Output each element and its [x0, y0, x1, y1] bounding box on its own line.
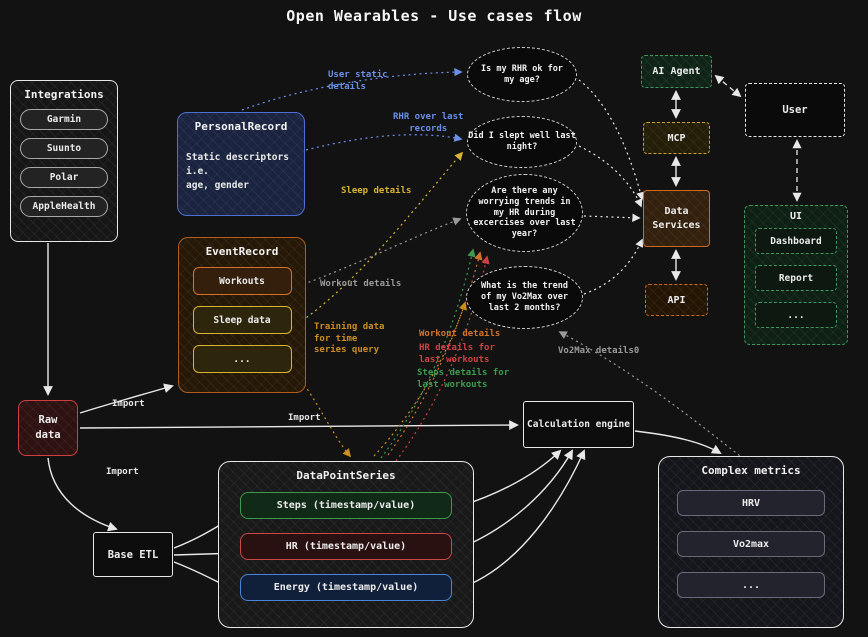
edge-label-hr-details: HR details for last workouts	[419, 343, 495, 365]
node-mcp: MCP	[643, 122, 710, 154]
edge-label-vo2max-details: Vo2Max details0	[558, 346, 640, 356]
edge-personalrecord-to-q2	[305, 133, 463, 151]
event-record-item-sleep: Sleep data	[192, 306, 292, 334]
node-ui: UI Dashboard Report ...	[744, 205, 848, 345]
series-item-steps: Steps (timestamp/value)	[240, 492, 452, 519]
edge-label-steps-details: Steps details for last workouts	[417, 368, 510, 390]
integration-item-polar: Polar	[20, 167, 108, 188]
node-event-record: EventRecord Workouts Sleep data ...	[178, 237, 306, 393]
edge-calcengine-to-complexmetrics	[634, 430, 722, 454]
edge-aiagent-user	[714, 74, 742, 98]
edge-series-to-q4-gold	[373, 301, 467, 457]
node-data-services: Data Services	[643, 190, 710, 247]
question-bubble-rhr: Is my RHR ok for my age?	[467, 47, 577, 102]
edge-rawdata-to-baseetl	[47, 457, 118, 532]
event-record-item-more: ...	[192, 345, 292, 373]
edge-energy-to-calcengine	[457, 449, 586, 590]
node-api: API	[645, 284, 708, 316]
edge-workouts-to-q3	[292, 217, 462, 289]
edge-label-user-static-details: User static details	[328, 70, 388, 92]
series-item-hr: HR (timestamp/value)	[240, 533, 452, 560]
metric-item-vo2max: Vo2max	[677, 531, 825, 557]
edge-q4-dataservices	[583, 238, 644, 295]
integrations-title: Integrations	[24, 88, 104, 101]
edge-sleepdata-to-q2	[292, 151, 464, 328]
edge-label-rhr-over-last-records: RHR over last records	[393, 112, 464, 134]
edge-label-sleep-details: Sleep details	[341, 186, 412, 196]
node-base-etl: Base ETL	[93, 532, 173, 577]
edge-hr-to-calcengine	[457, 449, 573, 550]
series-item-energy: Energy (timestamp/value)	[240, 574, 452, 601]
node-personal-record: PersonalRecord Static descriptors i.e. a…	[177, 112, 305, 216]
edge-label-import-calcengine: Import	[288, 413, 321, 423]
complex-metrics-title: Complex metrics	[701, 464, 801, 477]
edge-label-import-baseetl: Import	[106, 467, 139, 477]
integration-item-applehealth: AppleHealth	[20, 196, 108, 217]
ui-item-more: ...	[755, 302, 837, 328]
event-record-item-workouts: Workouts	[192, 267, 292, 295]
personal-record-title: PersonalRecord	[194, 120, 288, 133]
edge-q1-dataservices	[578, 79, 645, 201]
data-point-series-title: DataPointSeries	[296, 469, 396, 482]
edge-personalrecord-to-q1	[241, 67, 463, 111]
node-user: User	[745, 83, 845, 137]
ui-item-dashboard: Dashboard	[755, 228, 837, 254]
integration-item-suunto: Suunto	[20, 138, 108, 159]
edge-label-workout-details-orange: Workout details	[419, 329, 501, 339]
event-record-title: EventRecord	[205, 245, 279, 258]
node-data-point-series: DataPointSeries Steps (timestamp/value) …	[218, 461, 474, 628]
personal-record-body: Static descriptors i.e. age, gender	[186, 152, 289, 191]
ui-title: UI	[789, 211, 803, 222]
edge-stepsdetails-to-q3	[380, 248, 476, 459]
metric-item-hrv: HRV	[677, 490, 825, 516]
edge-q2-dataservices	[578, 145, 643, 208]
node-raw-data: Raw data	[18, 400, 78, 456]
diagram-title: Open Wearables - Use cases flow	[286, 7, 582, 25]
edge-label-import-eventrecord: Import	[112, 399, 145, 409]
edge-q3-dataservices	[583, 213, 641, 222]
node-complex-metrics: Complex metrics HRV Vo2max ...	[658, 456, 844, 628]
node-integrations: Integrations Garmin Suunto Polar AppleHe…	[10, 80, 118, 242]
metric-item-more: ...	[677, 572, 825, 598]
ui-item-report: Report	[755, 265, 837, 291]
question-bubble-vo2max: What is the trend of my Vo2Max over last…	[466, 266, 583, 329]
question-bubble-hr-trends: Are there any worrying trends in my HR d…	[466, 174, 583, 252]
integration-item-garmin: Garmin	[20, 109, 108, 130]
edge-label-training-data: Training data for time series query	[314, 322, 385, 356]
edge-rawdata-to-calcengine	[79, 420, 519, 430]
node-ai-agent: AI Agent	[641, 55, 712, 88]
edge-label-workout-details-gray: Workout details	[320, 279, 402, 289]
node-calculation-engine: Calculation engine	[523, 401, 634, 448]
question-bubble-sleep: Did I slept well last night?	[467, 116, 577, 168]
edge-rawdata-to-eventrecord	[79, 383, 174, 414]
